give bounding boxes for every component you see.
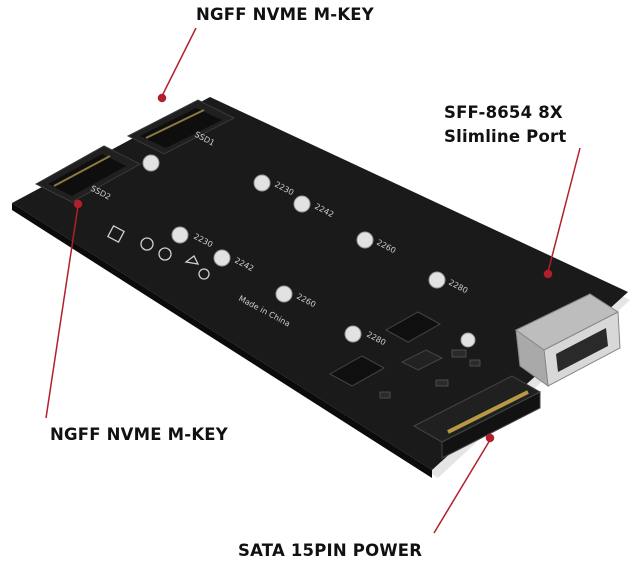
slimline-port: [515, 293, 621, 388]
chip-components: [328, 311, 481, 399]
callout-slimline-line2: Slimline Port: [444, 127, 567, 146]
pcb-board: [12, 97, 628, 470]
callout-slimline-port: SFF-8654 8X Slimline Port: [444, 101, 566, 149]
mount-holes: [142, 154, 476, 348]
pcb-edge: [12, 203, 432, 478]
callout-slimline-line1: SFF-8654 8X: [444, 103, 563, 122]
certification-marks-icon: [107, 225, 210, 280]
m2-connector-top: [126, 99, 236, 155]
m2-connector-left: [34, 145, 142, 203]
callout-sata-power: SATA 15PIN POWER: [238, 541, 423, 560]
sata-power-connector: [412, 375, 542, 459]
callout-ngff-bottom: NGFF NVME M-KEY: [50, 425, 228, 444]
callout-lines: [45, 27, 581, 534]
callout-ngff-top: NGFF NVME M-KEY: [196, 5, 374, 24]
